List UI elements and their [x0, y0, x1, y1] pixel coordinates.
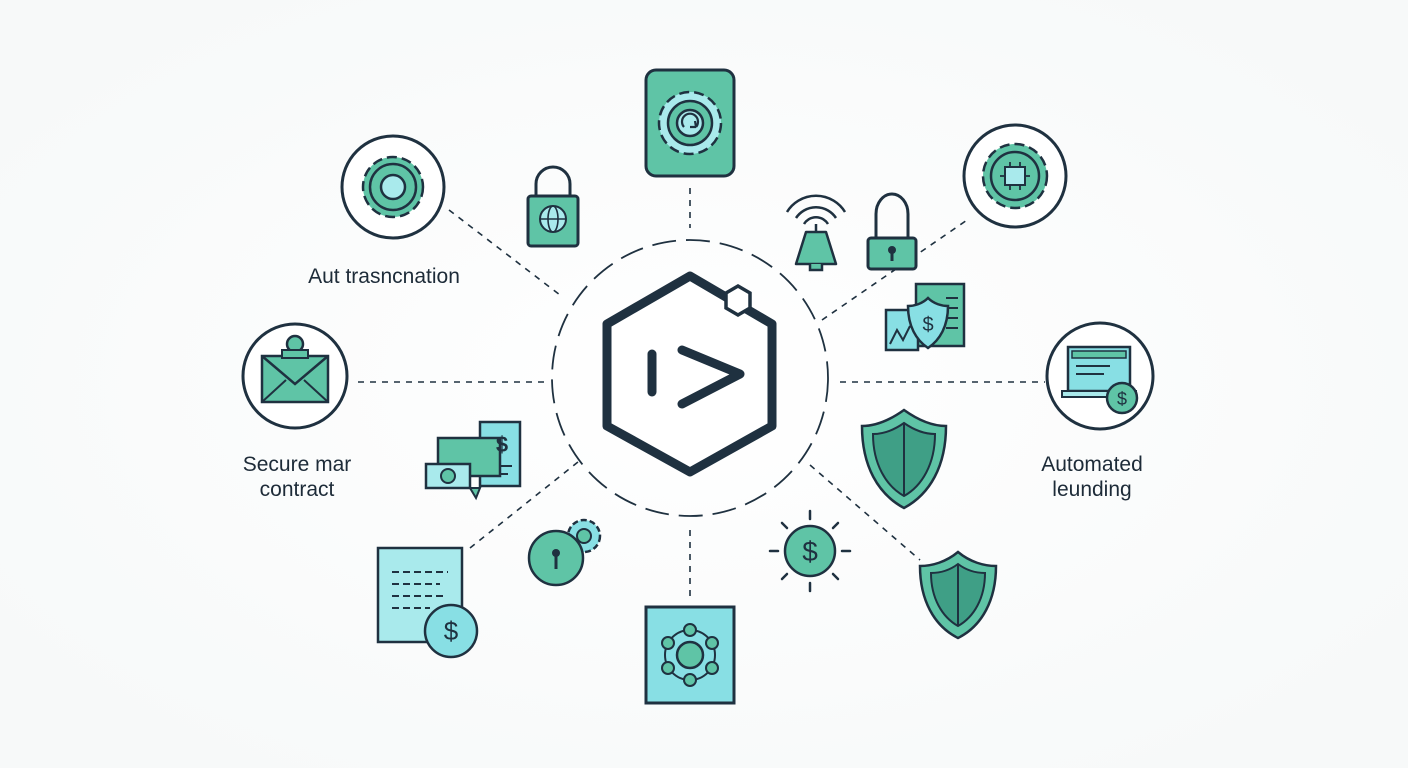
chip-gear-circle-icon	[962, 123, 1068, 229]
laptop-dollar-glyph: $	[1117, 389, 1127, 409]
invoice-dollar-glyph: $	[444, 616, 459, 646]
chevron-right-icon	[677, 345, 745, 409]
central-hexagon-icon	[602, 271, 777, 477]
shield-large-icon	[860, 408, 948, 510]
money-transfer-dollar-glyph: $	[496, 432, 508, 457]
laptop-circle-icon	[1045, 321, 1155, 431]
label-right-line-1: Automated	[1041, 453, 1143, 476]
gear-card-icon	[644, 68, 736, 178]
keyhole-gear-icon	[527, 518, 602, 587]
shield-document-icon	[884, 282, 966, 352]
network-card-icon	[644, 605, 736, 705]
padlock-globe-icon	[526, 165, 580, 248]
shield-document-dollar-glyph: $	[922, 314, 933, 336]
sun-coin-icon	[768, 509, 852, 593]
money-transfer-icon	[424, 420, 522, 501]
label-left: Secure mar contract	[214, 452, 380, 502]
padlock-keyhole-icon	[866, 192, 918, 271]
small-hexagon-icon	[724, 283, 752, 318]
envelope-circle-icon	[241, 322, 349, 430]
label-right-line-2: leunding	[1052, 478, 1132, 501]
label-right: Automated leunding	[1014, 452, 1170, 502]
label-top-left: Aut trasncnation	[308, 265, 460, 288]
invoice-icon	[376, 546, 479, 659]
sun-coin-dollar-glyph: $	[802, 536, 818, 567]
center-dashed-ring	[551, 239, 829, 517]
label-left-line-1: Secure mar	[242, 453, 352, 476]
wireless-bell-icon	[785, 194, 847, 272]
label-left-line-2: contract	[259, 478, 335, 501]
connector-bottom-right	[809, 464, 921, 561]
gear-circle-icon	[340, 134, 446, 240]
shield-small-icon	[918, 550, 998, 640]
